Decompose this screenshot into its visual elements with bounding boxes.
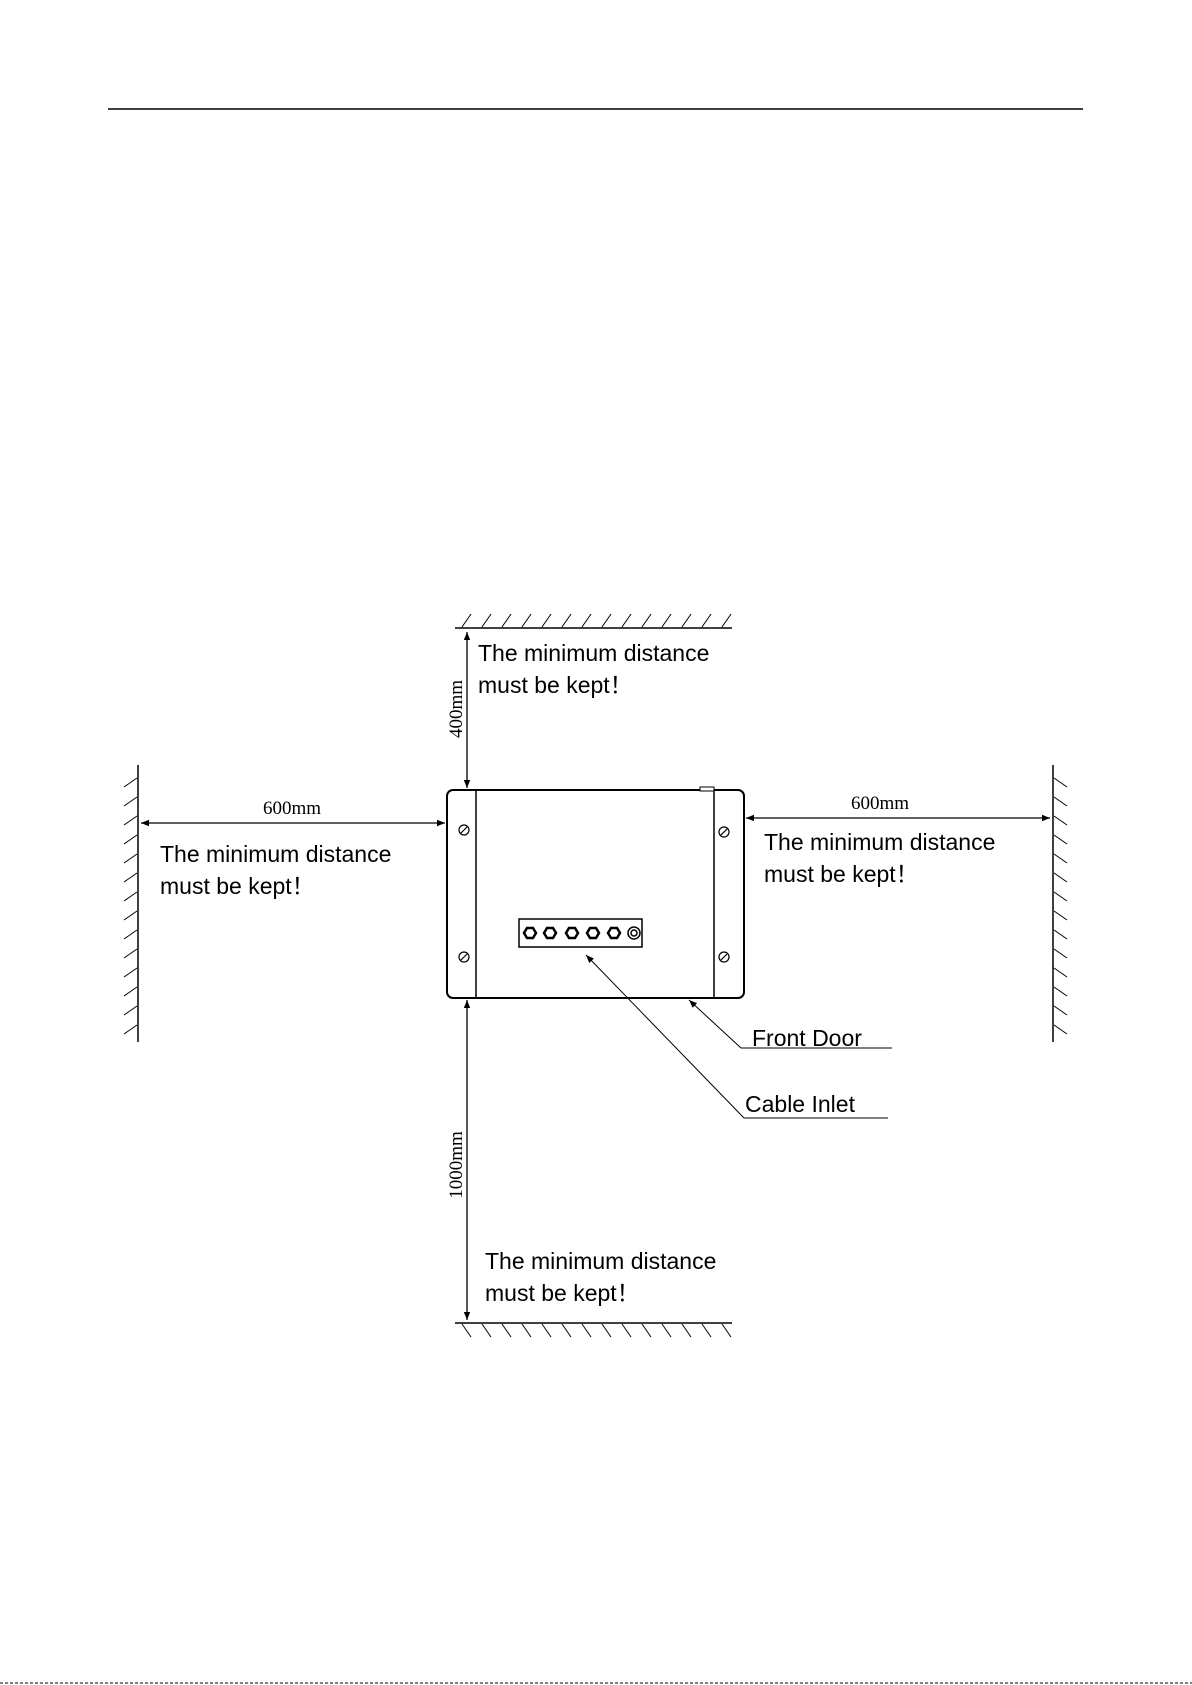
wall-hatch (502, 1324, 511, 1337)
wall-hatch (1054, 949, 1067, 958)
wall-hatch (1054, 854, 1067, 863)
wall-hatch (542, 1324, 551, 1337)
left-dimension-value: 600mm (263, 798, 321, 819)
left-note-line1: The minimum distance (160, 841, 391, 867)
wall-hatch (124, 911, 137, 920)
wall-hatch (482, 1324, 491, 1337)
wall-hatch (462, 1324, 471, 1337)
wall-hatch (124, 1025, 137, 1034)
wall-hatch (124, 835, 137, 844)
wall-hatch (1054, 797, 1067, 806)
left-wall (124, 765, 138, 1042)
wall-hatch (722, 614, 731, 627)
wall-hatch (722, 1324, 731, 1337)
cable-gland-icon (524, 928, 536, 938)
cable-gland-icon (587, 928, 599, 938)
wall-hatch (502, 614, 511, 627)
bottom-wall (455, 1323, 732, 1337)
wall-hatch (602, 1324, 611, 1337)
cable-gland-icon (608, 928, 620, 938)
wall-hatch (124, 797, 137, 806)
top-note-line1: The minimum distance (478, 640, 709, 666)
wall-hatch (602, 614, 611, 627)
wall-hatch (662, 1324, 671, 1337)
wall-hatch (562, 1324, 571, 1337)
wall-hatch (462, 614, 471, 627)
wall-hatch (124, 816, 137, 825)
front-door-label: Front Door (752, 1025, 862, 1051)
cable-inlet-label: Cable Inlet (745, 1091, 856, 1117)
wall-hatch (124, 987, 137, 996)
top-note-line2: must be kept！ (478, 672, 633, 698)
left-note-line2: must be kept！ (160, 873, 315, 899)
right-wall (1053, 765, 1067, 1042)
front-door-leader (689, 1000, 741, 1048)
top-wall (455, 614, 732, 628)
wall-hatch (124, 873, 137, 882)
inverter-body (447, 790, 744, 998)
wall-hatch (1054, 968, 1067, 977)
wall-hatch (642, 614, 651, 627)
wall-hatch (1054, 816, 1067, 825)
wall-hatch (702, 614, 711, 627)
mounting-screw-icon (719, 952, 729, 962)
bottom-dimension-value: 1000mm (446, 1131, 467, 1199)
wall-hatch (662, 614, 671, 627)
right-note-line2: must be kept！ (764, 861, 919, 887)
wall-hatch (582, 1324, 591, 1337)
top-nub (700, 787, 714, 791)
wall-hatch (124, 949, 137, 958)
wall-hatch (522, 1324, 531, 1337)
wall-hatch (124, 854, 137, 863)
wall-hatch (1054, 778, 1067, 787)
wall-hatch (682, 1324, 691, 1337)
cable-gland-icon (544, 928, 556, 938)
bottom-note-line1: The minimum distance (485, 1248, 716, 1274)
right-dimension-value: 600mm (851, 793, 909, 814)
inverter-unit (447, 787, 744, 998)
mounting-screw-icon (719, 827, 729, 837)
wall-hatch (622, 614, 631, 627)
wall-hatch (124, 892, 137, 901)
wall-hatch (124, 778, 137, 787)
wall-hatch (482, 614, 491, 627)
mounting-screw-icon (459, 952, 469, 962)
wall-hatch (1054, 930, 1067, 939)
wall-hatch (682, 614, 691, 627)
wall-hatch (1054, 987, 1067, 996)
wall-hatch (642, 1324, 651, 1337)
top-dimension-value: 400mm (446, 680, 467, 738)
wall-hatch (1054, 1025, 1067, 1034)
wall-hatch (124, 930, 137, 939)
wall-hatch (1054, 835, 1067, 844)
wall-hatch (582, 614, 591, 627)
wall-hatch (1054, 1006, 1067, 1015)
wall-hatch (124, 1006, 137, 1015)
wall-hatch (702, 1324, 711, 1337)
right-note-line1: The minimum distance (764, 829, 995, 855)
bottom-note-line2: must be kept！ (485, 1280, 640, 1306)
wall-hatch (1054, 911, 1067, 920)
wall-hatch (1054, 873, 1067, 882)
wall-hatch (522, 614, 531, 627)
mounting-screw-icon (459, 825, 469, 835)
wall-hatch (124, 968, 137, 977)
cable-gland-icon (566, 928, 578, 938)
wall-hatch (562, 614, 571, 627)
wall-hatch (542, 614, 551, 627)
wall-hatch (622, 1324, 631, 1337)
wall-hatch (1054, 892, 1067, 901)
cable-gland-icon (628, 927, 640, 939)
